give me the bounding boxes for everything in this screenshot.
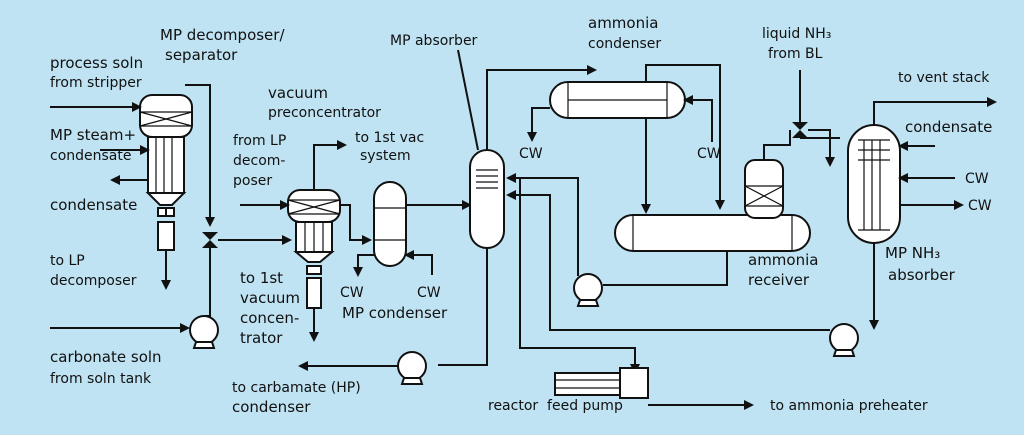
label-condensate-left: condensate — [50, 196, 137, 214]
label-to-vent-stack: to vent stack — [898, 70, 990, 86]
label-liquid-nh3: liquid NH₃ — [762, 26, 831, 42]
label-from-lp: from LP — [233, 133, 286, 149]
label-trator: trator — [240, 329, 283, 347]
mp-nh3-absorber — [847, 124, 901, 244]
label-mp-steam: MP steam+ — [50, 126, 136, 144]
label-process-soln: process soln — [50, 54, 143, 72]
label-preconcentrator: preconcentrator — [268, 105, 381, 121]
ammonia-condenser — [549, 81, 686, 119]
label-mp-nh3: MP NH₃ — [885, 244, 940, 262]
label-condensate-right: condensate — [905, 118, 992, 136]
label-ammonia-condenser-2: condenser — [588, 36, 661, 52]
label-cw-amm-right: CW — [697, 146, 721, 162]
label-vacuum-conc: vacuum — [240, 289, 300, 307]
mp-decomposer-separator — [139, 94, 193, 251]
label-vacuum: vacuum — [268, 84, 328, 102]
label-from-bl: from BL — [768, 46, 823, 62]
carbonate-pump — [189, 315, 219, 349]
ammonia-receiver — [614, 214, 811, 252]
mp-absorber — [469, 149, 505, 249]
label-cw-mp-right: CW — [417, 285, 441, 301]
label-decomposer: decomposer — [50, 273, 137, 289]
nh3-valve — [792, 122, 808, 138]
label-condensate-steam: condensate — [50, 148, 131, 164]
label-ammonia-receiver-1: ammonia — [748, 251, 818, 269]
label-to-ammonia-preheater: to ammonia preheater — [770, 398, 928, 414]
label-decom: decom- — [233, 153, 285, 169]
label-mp-condenser: MP condenser — [342, 304, 448, 322]
carbamate-pump — [397, 351, 427, 385]
label-system: system — [360, 148, 411, 164]
receiver-pump — [573, 273, 603, 307]
label-reactor-feed-pump: reactor feed pump — [488, 398, 623, 414]
mixing-valve — [202, 232, 218, 248]
label-ammonia-condenser-1: ammonia — [588, 14, 658, 32]
label-from-soln-tank: from soln tank — [50, 371, 152, 387]
label-cw-amm-left: CW — [519, 146, 543, 162]
label-to-carbamate: to carbamate (HP) — [232, 380, 361, 396]
label-absorber: absorber — [888, 266, 956, 284]
label-to-lp: to LP — [50, 253, 85, 269]
label-to-1st: to 1st — [240, 269, 283, 287]
receiver-scrubber — [744, 159, 784, 219]
label-condenser: condenser — [232, 398, 311, 416]
label-ammonia-receiver-2: receiver — [748, 271, 810, 289]
label-cw-right-1: CW — [965, 171, 989, 187]
label-mp-absorber: MP absorber — [390, 33, 478, 49]
vacuum-preconcentrator — [287, 189, 341, 309]
label-carbonate-soln: carbonate soln — [50, 348, 162, 366]
nh3-absorber-pump — [829, 323, 859, 357]
mp-condenser — [373, 181, 407, 267]
label-from-stripper: from stripper — [50, 75, 142, 91]
label-cw-right-2: CW — [968, 198, 992, 214]
label-concen: concen- — [240, 309, 299, 327]
label-mp-decomposer: MP decomposer/ — [160, 26, 285, 44]
label-to-1st-vac: to 1st vac — [355, 130, 424, 146]
label-cw-mp-left: CW — [340, 285, 364, 301]
reactor-feed-pump — [554, 367, 649, 399]
label-separator: separator — [165, 46, 238, 64]
label-poser: poser — [233, 173, 272, 189]
